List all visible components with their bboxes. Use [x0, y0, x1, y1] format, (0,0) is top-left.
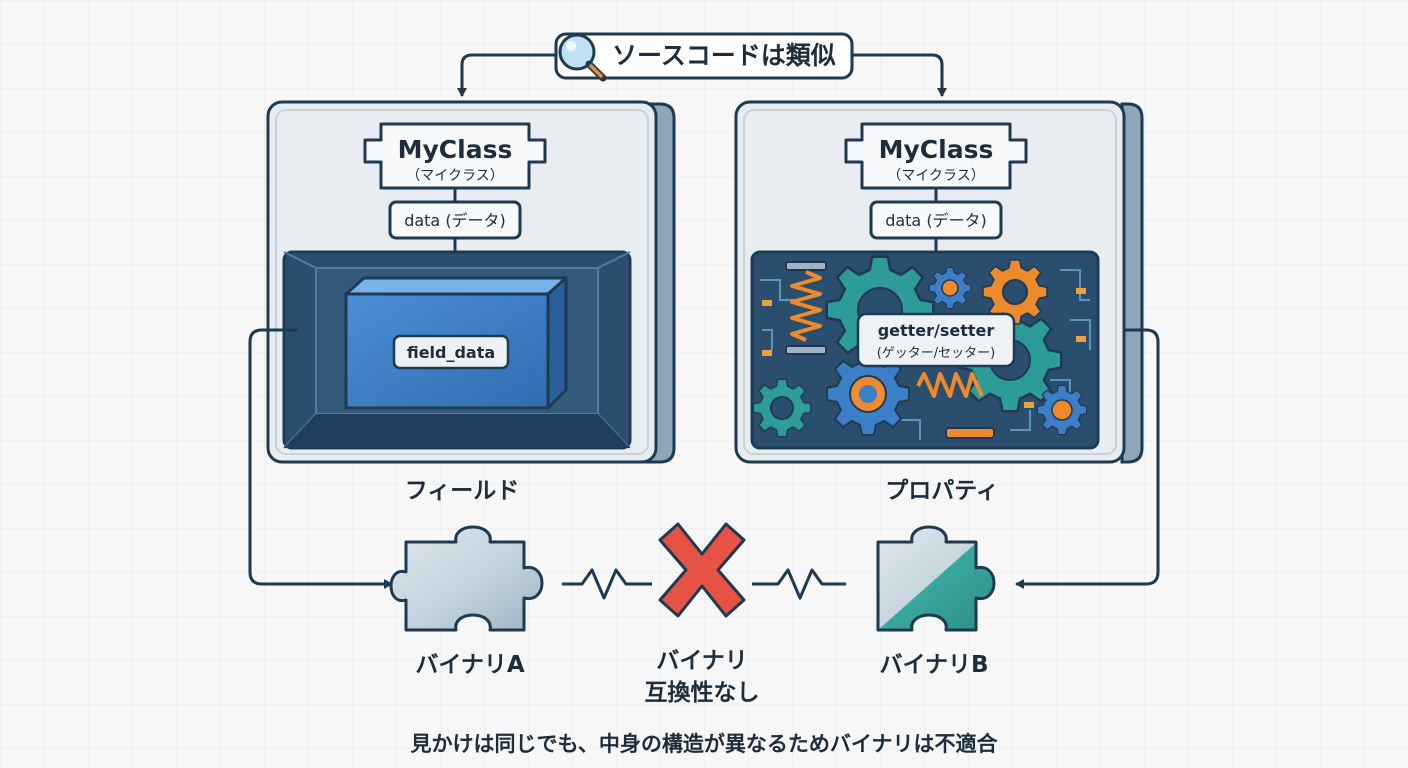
right-class-badge: MyClass （マイクラス） — [844, 122, 1028, 190]
broken-link-right — [752, 568, 846, 600]
top-label: ソースコードは類似 — [554, 32, 854, 82]
right-panel: MyClass （マイクラス） data (データ) — [734, 100, 1144, 464]
incompatible-line1: バイナリ — [656, 648, 748, 674]
mechanism-container: getter/setter (ゲッター/セッター) — [750, 250, 1100, 450]
puzzle-piece-a-icon — [389, 525, 544, 632]
left-class-badge: MyClass （マイクラス） — [363, 122, 547, 190]
arrow-property-to-binary-b — [1015, 328, 1160, 589]
left-member-text: data (データ) — [404, 211, 506, 230]
arrow-field-to-binary-a — [248, 328, 393, 589]
top-arrow-left — [457, 53, 555, 97]
circuit-pads — [762, 288, 1086, 408]
left-panel: MyClass （マイクラス） data (データ) field_data — [266, 100, 676, 464]
getter-setter-text: getter/setter — [878, 321, 995, 340]
gear-icon — [1036, 384, 1088, 436]
left-caption: フィールド — [405, 478, 520, 504]
gear-icon — [929, 267, 971, 309]
top-arrow-right — [852, 53, 947, 97]
getter-setter-reading: (ゲッター/セッター) — [877, 346, 996, 361]
right-member-text: data (データ) — [885, 211, 987, 230]
left-class-name: MyClass — [398, 135, 513, 164]
binary-a-label: バイナリA — [415, 652, 525, 678]
incompatible-line2: 互換性なし — [645, 680, 760, 706]
field-data-label: field_data — [407, 343, 495, 362]
spring-icon — [785, 261, 827, 355]
puzzle-piece-b-icon — [876, 525, 996, 632]
broken-link-left — [562, 568, 652, 600]
field-data-box: field_data — [344, 276, 568, 410]
binary-b-label: バイナリB — [879, 652, 988, 678]
right-caption: プロパティ — [885, 478, 999, 504]
right-member-label: data (データ) — [869, 200, 1003, 240]
cross-icon — [658, 522, 746, 618]
magnifier-icon — [558, 33, 607, 82]
left-member-label: data (データ) — [388, 200, 522, 240]
gear-icon — [752, 378, 812, 438]
right-class-reading: （マイクラス） — [887, 168, 984, 184]
top-label-text: ソースコードは類似 — [612, 41, 836, 70]
getter-setter-label: getter/setter (ゲッター/セッター) — [856, 312, 1016, 368]
spring-icon — [916, 372, 995, 439]
gear-icon — [982, 259, 1048, 325]
left-class-reading: （マイクラス） — [406, 168, 503, 184]
right-class-name: MyClass — [879, 135, 994, 164]
gear-icon — [826, 352, 910, 436]
bottom-note: 見かけは同じでも、中身の構造が異なるためバイナリは不適合 — [411, 732, 999, 756]
